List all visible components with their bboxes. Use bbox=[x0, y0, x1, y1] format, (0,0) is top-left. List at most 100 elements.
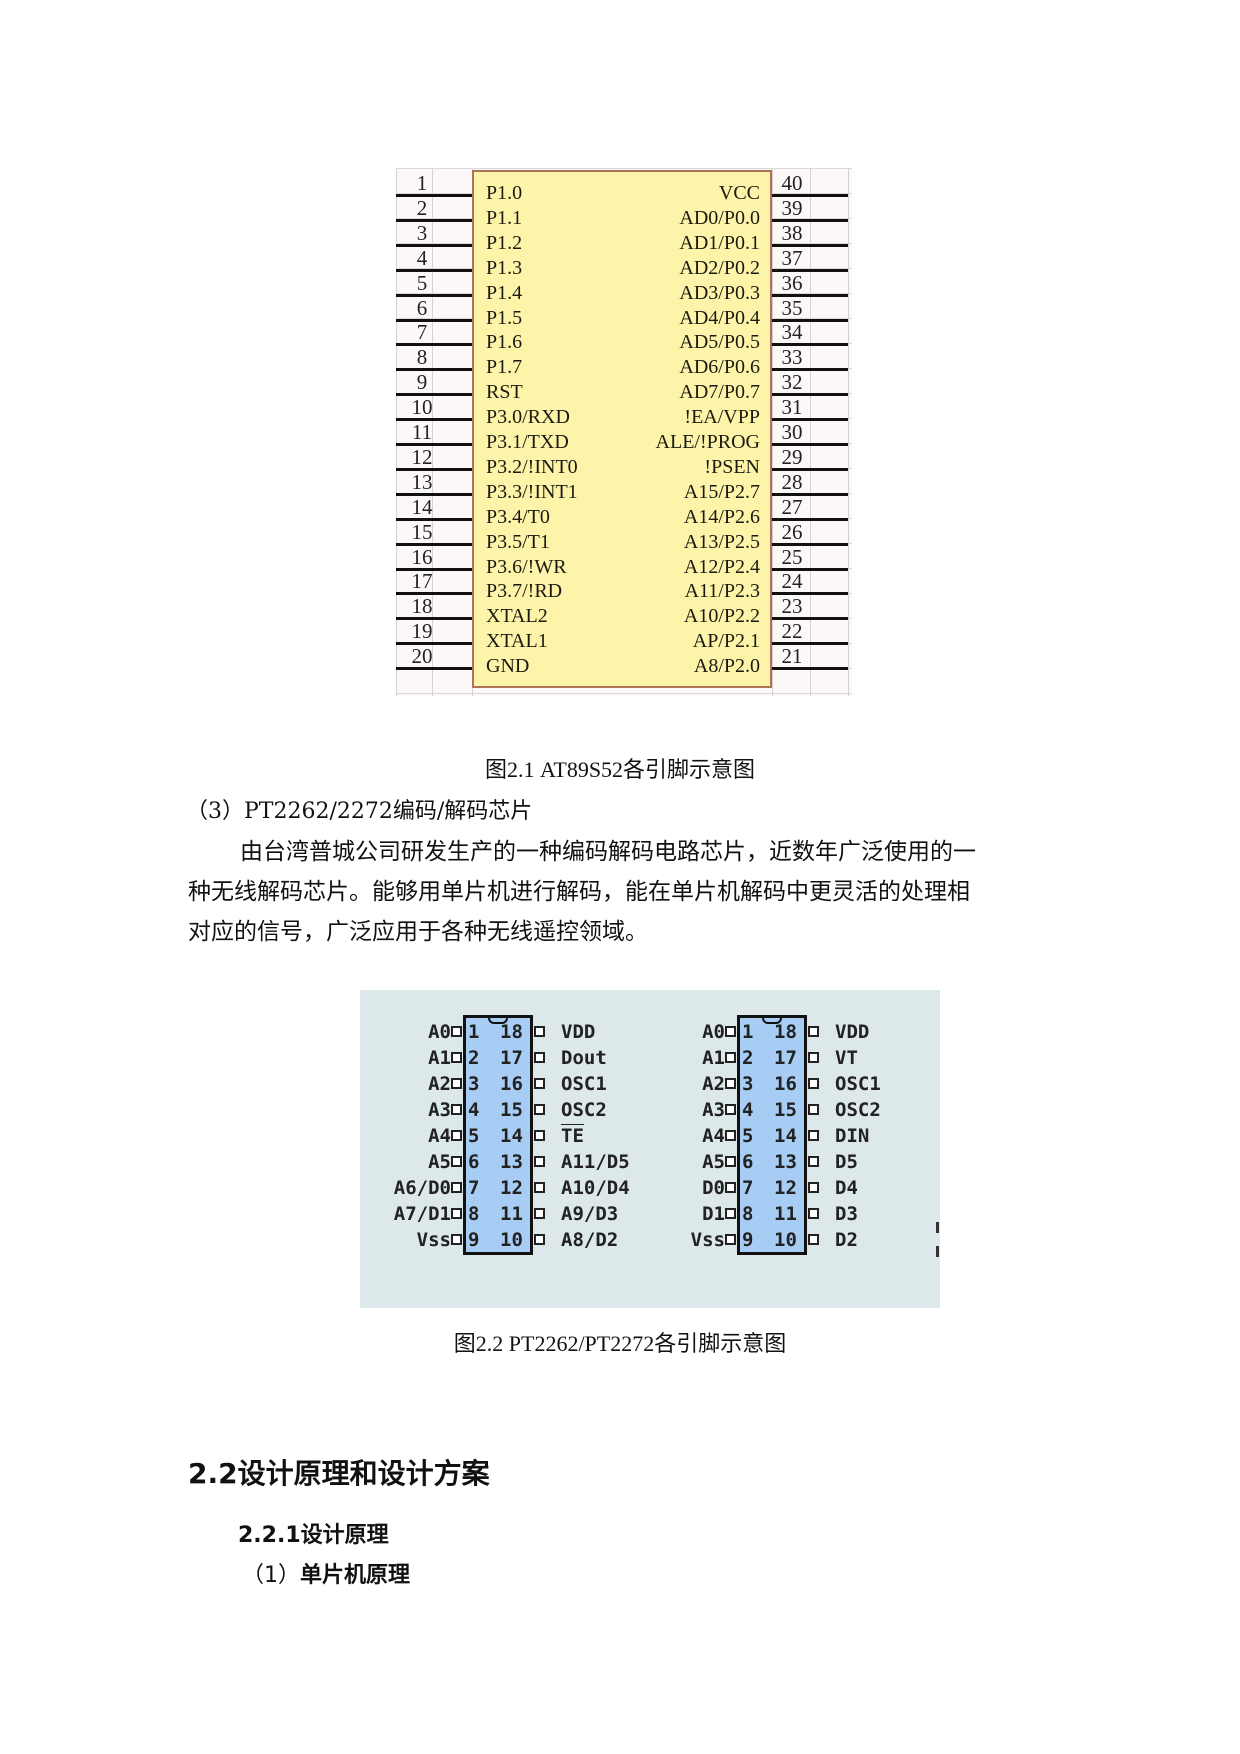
pin-label: P3.4/T0 bbox=[486, 505, 550, 528]
pin-number: 31 bbox=[781, 395, 803, 420]
pin-label: XTAL1 bbox=[486, 630, 548, 653]
pin-number: 18 bbox=[500, 1021, 523, 1043]
pin-label: P3.0/RXD bbox=[486, 406, 570, 429]
pin-lead bbox=[396, 517, 472, 521]
pin-number: 9 bbox=[742, 1229, 754, 1251]
pin-lead bbox=[772, 592, 848, 596]
pin-lead bbox=[396, 642, 472, 646]
pin-label: A15/P2.7 bbox=[683, 480, 760, 503]
pin-lead bbox=[772, 293, 848, 297]
pin-lead bbox=[396, 418, 472, 422]
pin-number: 17 bbox=[500, 1047, 523, 1069]
pin-lead bbox=[396, 667, 472, 671]
pin-label: A6/D0 bbox=[393, 1177, 451, 1199]
pin-label: A5 bbox=[702, 1151, 725, 1173]
pin-number: 9 bbox=[416, 370, 428, 395]
pin-pad-icon bbox=[808, 1130, 819, 1141]
pin-number: 11 bbox=[411, 420, 433, 444]
pin-label: A9/D3 bbox=[561, 1203, 619, 1225]
pin-number: 21 bbox=[781, 644, 803, 669]
pin-number: 20 bbox=[411, 644, 433, 669]
pin-label: OSC1 bbox=[835, 1073, 881, 1095]
at89s52-chip-body bbox=[472, 170, 772, 688]
pin-label: AP/P2.1 bbox=[692, 630, 760, 653]
pin-number: 23 bbox=[781, 594, 803, 619]
pin-number: 36 bbox=[781, 270, 803, 295]
pin-number: 8 bbox=[742, 1203, 754, 1225]
pin-pad-icon bbox=[534, 1052, 545, 1063]
pin-number: 14 bbox=[411, 494, 433, 519]
pin-label: P1.6 bbox=[486, 331, 523, 354]
pin-lead bbox=[772, 443, 848, 446]
pin-number: 1 bbox=[468, 1021, 480, 1043]
pin-lead bbox=[772, 218, 848, 222]
pin-lead bbox=[396, 268, 472, 272]
pin-label: P3.6/!WR bbox=[486, 555, 567, 578]
pin-number: 18 bbox=[774, 1021, 797, 1043]
paragraph-line-3: 对应的信号，广泛应用于各种无线遥控领域。 bbox=[188, 919, 648, 945]
pin-number: 7 bbox=[468, 1177, 480, 1199]
pin-pad-icon bbox=[534, 1156, 545, 1167]
pin-number: 11 bbox=[500, 1203, 523, 1225]
pin-label: A1 bbox=[428, 1047, 451, 1069]
pin-lead bbox=[772, 467, 848, 471]
pin-pad-icon bbox=[534, 1234, 545, 1245]
pin-pad-icon bbox=[725, 1156, 736, 1167]
pin-label: AD7/P0.7 bbox=[679, 381, 760, 404]
pin-number: 3 bbox=[416, 220, 428, 245]
pin-pad-icon bbox=[451, 1130, 462, 1141]
pin-label: Vss bbox=[416, 1229, 451, 1251]
pin-label: A3 bbox=[428, 1099, 451, 1121]
pin-label: VDD bbox=[835, 1021, 870, 1043]
pin-label: A14/P2.6 bbox=[683, 505, 760, 528]
pin-label: VDD bbox=[561, 1021, 596, 1043]
pin-label: P1.1 bbox=[486, 206, 523, 229]
pin-lead bbox=[396, 617, 472, 621]
pin-label: A7/D1 bbox=[393, 1203, 451, 1225]
pin-number: 15 bbox=[774, 1099, 797, 1121]
item-1-heading: （1）单片机原理 bbox=[242, 1557, 410, 1589]
pin-pad-icon bbox=[808, 1234, 819, 1245]
pin-label: !EA/VPP bbox=[684, 406, 760, 429]
pin-number: 17 bbox=[411, 569, 433, 594]
pin-lead bbox=[396, 243, 472, 247]
pin-lead bbox=[772, 318, 848, 322]
pin-label: OSC2 bbox=[835, 1099, 881, 1121]
pin-number: 13 bbox=[500, 1151, 523, 1173]
section-3-heading: （3）PT2262/2272编码/解码芯片 bbox=[186, 799, 533, 824]
pin-label: P1.5 bbox=[486, 306, 523, 329]
pin-number: 14 bbox=[774, 1125, 797, 1147]
pin-lead bbox=[772, 243, 848, 247]
pin-pad-icon bbox=[451, 1026, 462, 1037]
pin-pad-icon bbox=[808, 1208, 819, 1219]
pin-number: 16 bbox=[500, 1073, 523, 1095]
pin-number: 18 bbox=[411, 594, 433, 619]
pin-label: P1.0 bbox=[486, 182, 523, 204]
pin-label: AD6/P0.6 bbox=[679, 356, 760, 379]
pin-pad-icon bbox=[534, 1208, 545, 1219]
stray-mark bbox=[936, 1222, 939, 1233]
pin-lead bbox=[396, 492, 472, 496]
pin-number: 4 bbox=[468, 1099, 480, 1121]
pin-label: D2 bbox=[835, 1229, 858, 1251]
pin-number: 2 bbox=[416, 195, 428, 220]
pin-label: A13/P2.5 bbox=[683, 530, 760, 553]
pin-lead bbox=[772, 368, 848, 372]
pin-pad-icon bbox=[534, 1026, 545, 1037]
pin-lead bbox=[772, 194, 848, 197]
pin-label: A10/P2.2 bbox=[683, 605, 760, 628]
pin-number: 29 bbox=[781, 444, 803, 469]
pin-pad-icon bbox=[725, 1104, 736, 1115]
pin-number: 14 bbox=[500, 1125, 523, 1147]
pin-lead bbox=[772, 517, 848, 521]
pin-number: 40 bbox=[781, 171, 803, 195]
pin-pad-icon bbox=[808, 1156, 819, 1167]
